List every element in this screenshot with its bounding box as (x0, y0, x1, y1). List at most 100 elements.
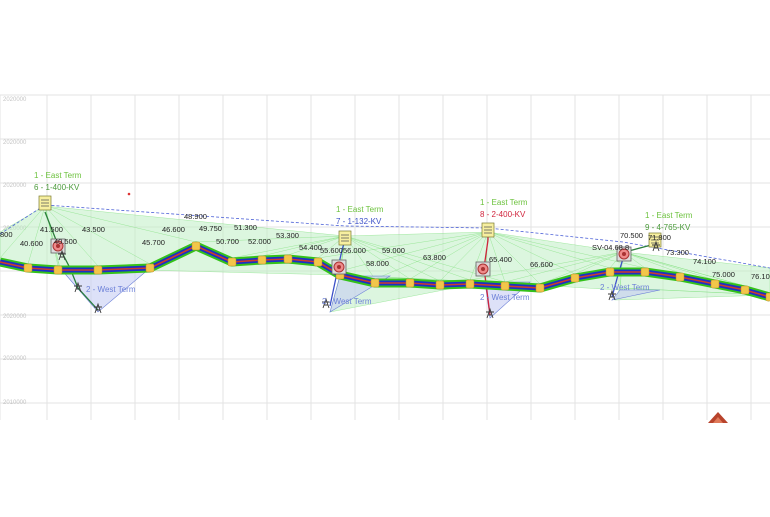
span-ray (195, 235, 346, 243)
chainage-labels: 800 40.600 41.500 40.500 43.500 45.700 4… (0, 212, 770, 281)
junction-marker[interactable] (475, 261, 491, 277)
station-node[interactable] (145, 263, 155, 273)
station-node[interactable] (370, 278, 380, 288)
span-ray (44, 205, 99, 267)
station-node[interactable] (283, 254, 293, 264)
centerline-inner (0, 245, 770, 298)
station-node[interactable] (23, 263, 33, 273)
span-ray (344, 235, 441, 282)
station-node[interactable] (227, 257, 237, 267)
east-terminal-icon[interactable] (648, 232, 662, 248)
station-node[interactable] (675, 272, 685, 282)
chainage-label: 53.300 (276, 231, 299, 240)
east-term-label: 1 - East Term (480, 198, 528, 207)
span-ray (504, 251, 624, 283)
station-node[interactable] (640, 267, 650, 277)
chainage-label: 58.000 (366, 259, 389, 268)
tower-icon[interactable] (608, 289, 616, 301)
chainage-label: 40.500 (54, 237, 77, 246)
east-terminal-icon[interactable] (38, 195, 52, 211)
span-ray (622, 251, 681, 274)
station-nodes (23, 241, 770, 302)
chainage-label: 63.800 (423, 253, 446, 262)
circuit-label: 9 - 4-765-KV (645, 223, 691, 232)
span-ray (261, 235, 346, 257)
circuit-label: 8 - 2-400-KV (480, 210, 526, 219)
chainage-label: 75.000 (712, 270, 735, 279)
span-ray (44, 205, 197, 243)
station-node[interactable] (53, 265, 63, 275)
east-term-label: 1 - East Term (645, 211, 693, 220)
station-node[interactable] (465, 279, 475, 289)
tower-icon[interactable] (74, 281, 82, 293)
station-node[interactable] (313, 257, 323, 267)
west-term-label: 2 - West Term (322, 297, 372, 306)
station-node[interactable] (570, 273, 580, 283)
west-term-label: 2 - West Term (480, 293, 530, 302)
chainage-label: 56.000 (343, 246, 366, 255)
chainage-label: 74.100 (693, 257, 716, 266)
span-ray (439, 231, 489, 282)
span-ray (374, 231, 489, 280)
terminal-labels: 1 - East Term 6 - 1-400-KV 1 - East Term… (34, 171, 693, 306)
tower-icon[interactable] (58, 249, 66, 261)
span-ray (487, 231, 576, 275)
chainage-label: 76.10 (751, 272, 770, 281)
west-fan (611, 289, 661, 301)
junction-marker[interactable] (616, 246, 632, 262)
station-node[interactable] (405, 278, 415, 288)
span-fan (339, 231, 489, 283)
warning-icon-highlight (713, 417, 723, 423)
grid-label: 2020000 (3, 97, 27, 103)
chainage-label: 41.500 (40, 225, 63, 234)
chainage-label: 51.300 (234, 223, 257, 232)
east-terminal-icon[interactable] (481, 222, 495, 238)
chainage-label: 50.700 (216, 237, 239, 246)
span-ray (574, 251, 624, 275)
chainage-label: 59.000 (382, 246, 405, 255)
span-ray (487, 231, 506, 283)
tower-icon[interactable] (94, 302, 102, 314)
chainage-label: 70.500 (620, 231, 643, 240)
east-terminal-icon[interactable] (338, 230, 352, 246)
station-node[interactable] (500, 281, 510, 291)
junction-marker[interactable] (50, 238, 66, 254)
span-ray (317, 231, 489, 259)
span-ray (44, 205, 151, 265)
stray-point-marker (127, 192, 131, 196)
chainage-label: 49.750 (199, 224, 222, 233)
west-term-label: 2 - West Term (600, 283, 650, 292)
span-ray (469, 251, 624, 281)
station-node[interactable] (765, 292, 770, 302)
span-ray (344, 235, 411, 280)
station-node[interactable] (435, 280, 445, 290)
chainage-label: 73.300 (666, 248, 689, 257)
junction-marker[interactable] (331, 259, 347, 275)
station-node[interactable] (740, 285, 750, 295)
chainage-label: 43.500 (82, 225, 105, 234)
chainage-label: 66.600 (530, 260, 553, 269)
chainage-label: 46.600 (162, 225, 185, 234)
span-ray (487, 231, 646, 269)
tower-icon[interactable] (652, 240, 660, 252)
station-node[interactable] (93, 265, 103, 275)
span-ray (344, 235, 471, 281)
east-term-label: 1 - East Term (336, 205, 384, 214)
grid-label: 2020000 (3, 183, 27, 189)
grid-label: 2010000 (3, 400, 27, 406)
station-node[interactable] (535, 283, 545, 293)
station-node[interactable] (191, 241, 201, 251)
tower-icon[interactable] (322, 297, 330, 309)
east-term-label: 1 - East Term (34, 171, 82, 180)
span-ray (622, 251, 716, 281)
chainage-label: 40.600 (20, 239, 43, 248)
station-node[interactable] (710, 279, 720, 289)
station-node[interactable] (605, 267, 615, 277)
span-ray (487, 231, 611, 269)
east-terminal-icons (38, 195, 662, 248)
tower-icon[interactable] (486, 307, 494, 319)
chainage-label: 48.900 (184, 212, 207, 221)
station-node[interactable] (257, 255, 267, 265)
span-ray (409, 231, 489, 280)
